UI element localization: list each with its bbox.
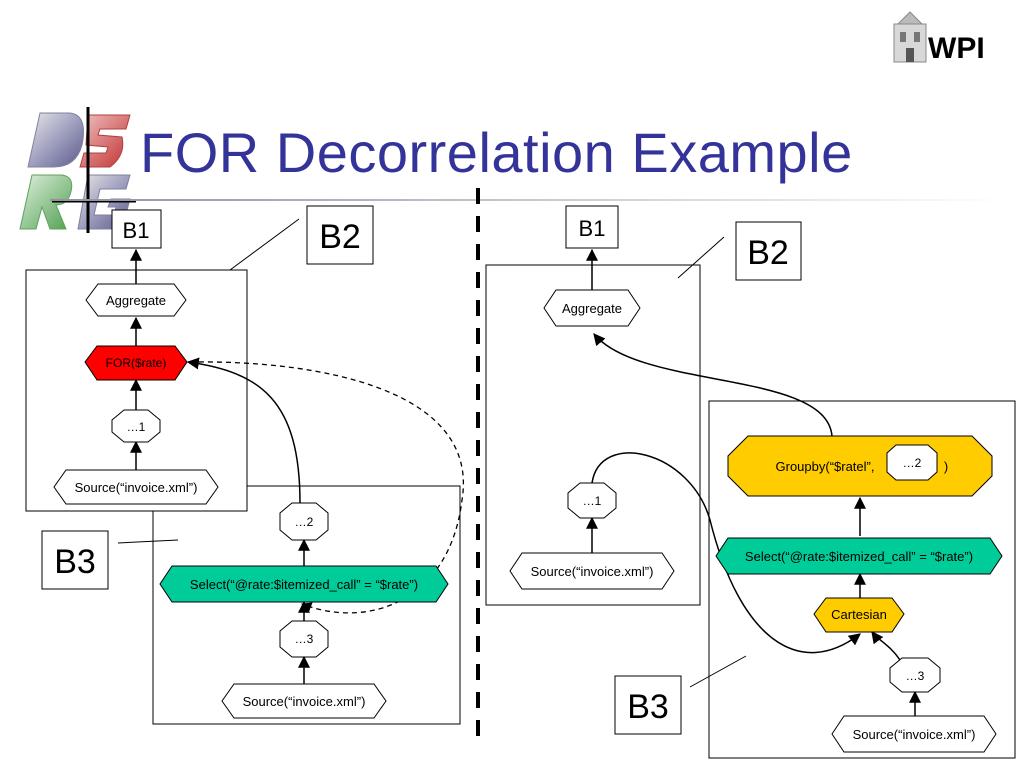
wpi-logo-text: WPI [928,32,985,65]
right-b3-label: B3 [614,675,682,735]
svg-text:Groupby(“$ratel”,: Groupby(“$ratel”, [776,459,875,474]
left-ellipsis1-node: …1 [111,409,161,443]
right-groupby-to-aggregate-arrow [593,333,833,437]
svg-text:B1: B1 [579,216,606,241]
svg-text:Source(“invoice.xml”): Source(“invoice.xml”) [853,727,976,742]
left-b2-label: B2 [306,205,374,265]
svg-text:Select(“@rate:$itemized_call”: Select(“@rate:$itemized_call” = “$rate”) [745,549,973,564]
svg-text:…2: …2 [295,515,314,529]
left-for-node: FOR($rate) [84,345,188,381]
svg-text:FOR($rate): FOR($rate) [106,356,167,370]
right-ellipsis1-to-cartesian-arrow [591,452,861,654]
svg-text:B3: B3 [54,543,96,581]
left-b3-label: B3 [41,530,109,590]
svg-text:…1: …1 [583,494,602,508]
left-correlation-arrow [186,357,301,504]
left-ellipsis3-node: …3 [279,620,329,658]
svg-text:…2: …2 [903,456,922,470]
left-ellipsis2-node: …2 [279,502,329,541]
svg-text:): ) [944,459,948,474]
right-groupby-node: Groupby(“$ratel”, …2 ) [727,435,993,497]
right-aggregate-node: Aggregate [543,289,641,327]
svg-text:…1: …1 [127,420,146,434]
right-source-mid-node: Source(“invoice.xml”) [509,552,675,590]
svg-text:B1: B1 [123,218,150,243]
right-b2-leader [677,236,725,279]
wpi-logo: WPI [893,11,985,65]
right-ellipsis1-node: …1 [567,482,617,519]
svg-text:Source(“invoice.xml”): Source(“invoice.xml”) [531,564,654,579]
svg-text:Source(“invoice.xml”): Source(“invoice.xml”) [243,694,366,709]
right-source-bottom-node: Source(“invoice.xml”) [831,715,997,753]
left-source-top-node: Source(“invoice.xml”) [53,469,219,505]
dsrg-logo [19,107,136,233]
right-groupby-inner-node: …2 [886,444,938,481]
left-aggregate-node: Aggregate [85,283,187,317]
title-rule [50,199,1010,201]
left-plan: B1 B2 B3 [25,205,465,725]
slide-title: FOR Decorrelation Example [140,121,853,184]
left-b2-leader [229,218,300,271]
right-b3-leader [689,655,747,688]
right-select-node: Select(“@rate:$itemized_call” = “$rate”) [715,537,1003,575]
right-b1-label: B1 [565,205,619,249]
svg-text:Source(“invoice.xml”): Source(“invoice.xml”) [75,480,198,495]
left-b1-label: B1 [111,209,162,249]
svg-text:B3: B3 [627,688,669,726]
right-cartesian-node: Cartesian [813,597,905,633]
right-b2-label: B2 [735,221,802,281]
left-b3-leader [117,539,179,544]
right-ellipsis3-to-cartesian-arrow [871,631,901,661]
right-plan: B1 B2 B3 [485,205,1016,759]
left-source-bottom-node: Source(“invoice.xml”) [221,683,387,719]
svg-text:…3: …3 [906,669,925,683]
svg-text:B2: B2 [319,218,361,256]
right-ellipsis3-node: …3 [889,657,941,693]
svg-text:Aggregate: Aggregate [562,301,622,316]
svg-text:Aggregate: Aggregate [106,293,166,308]
svg-text:…3: …3 [295,632,314,646]
svg-text:B2: B2 [747,234,789,272]
svg-text:Cartesian: Cartesian [831,607,887,622]
left-select-node: Select(“@rate:$itemized_call” = “$rate”) [159,565,449,603]
svg-text:Select(“@rate:$itemized_call”: Select(“@rate:$itemized_call” = “$rate”) [190,577,418,592]
